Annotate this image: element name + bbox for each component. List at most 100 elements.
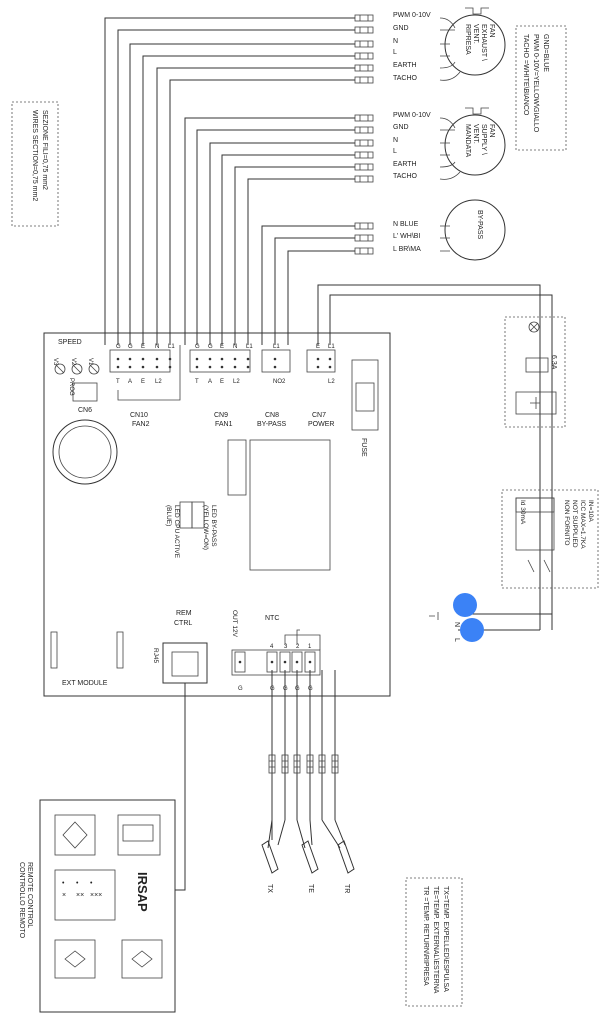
fan-exhaust-label-4: RIPRESA bbox=[464, 24, 471, 55]
terminal-block bbox=[354, 151, 374, 159]
sensor-terminal-block bbox=[293, 754, 301, 774]
marker-1[interactable] bbox=[453, 593, 477, 617]
cn10-sub: FAN2 bbox=[132, 421, 150, 428]
terminal-block bbox=[354, 76, 374, 84]
wires-note: WIRES SECTION=0,75 mm2 SEZIONE FILI=0,75… bbox=[11, 101, 59, 227]
fan-exhaust-term-2: N bbox=[393, 38, 398, 45]
buzzer bbox=[52, 419, 118, 485]
connector-pin-top: E bbox=[141, 344, 145, 350]
marker-2[interactable] bbox=[460, 618, 484, 642]
remote-display-icon bbox=[117, 814, 161, 856]
breaker-id: Id 30mA bbox=[519, 500, 526, 525]
ntc-label: NTC bbox=[265, 615, 279, 622]
bypass-term-0: N BLUE bbox=[393, 221, 419, 228]
ntc-ground-label: G bbox=[238, 686, 243, 692]
sensors: TX TE TR bbox=[261, 840, 355, 893]
remote-control: REMOTE CONTROL CONTROLLO REMOTO ••• ××××… bbox=[18, 683, 186, 1013]
cn7-name: CN7 bbox=[312, 412, 326, 419]
ntc-pin-label: 4 bbox=[270, 644, 274, 650]
connector-pin-bottom: T bbox=[195, 379, 199, 385]
sensor-tx: TX bbox=[266, 884, 273, 893]
prog-label: PROG bbox=[68, 378, 74, 396]
cn10-name: CN10 bbox=[130, 412, 148, 419]
remote-button-right[interactable] bbox=[121, 939, 163, 979]
ntc-pin-label: 2 bbox=[296, 644, 300, 650]
ntc-pin-label: 3 bbox=[284, 644, 288, 650]
sensor-terminal-block bbox=[318, 754, 326, 774]
connector-pin-bottom: A bbox=[128, 379, 132, 385]
terminal-block bbox=[354, 14, 374, 22]
fan-exhaust-motor bbox=[444, 14, 506, 76]
fuse-holder bbox=[351, 359, 379, 431]
terminal-block bbox=[354, 52, 374, 60]
mains: L N bbox=[429, 593, 552, 642]
connector-pin-top: G bbox=[116, 344, 121, 350]
fan-supply-label-2: SUPPLY \ bbox=[480, 124, 487, 155]
fan-supply-label-3: VENT. bbox=[472, 124, 479, 144]
connector-pin-top: N bbox=[155, 344, 159, 350]
terminal-block bbox=[354, 139, 374, 147]
cn8-name: CN8 bbox=[265, 412, 279, 419]
sensor-terminal-block bbox=[331, 754, 339, 774]
terminal-block bbox=[354, 126, 374, 134]
fan-supply-term-3: L bbox=[393, 148, 397, 155]
remote-label-0: REMOTE CONTROL bbox=[26, 862, 33, 928]
sensor-tr: TR bbox=[343, 884, 350, 893]
speed-label: SPEED bbox=[58, 339, 82, 346]
cn9-sub: FAN1 bbox=[215, 421, 233, 428]
fan-supply-term-5: TACHO bbox=[393, 173, 418, 180]
cn8-sub: BY-PASS bbox=[257, 421, 287, 428]
terminal-block bbox=[354, 175, 374, 183]
cn7-sub: POWER bbox=[308, 421, 334, 428]
connector-pin-top: L1 bbox=[328, 344, 335, 350]
connector-pin-bottom: E bbox=[141, 379, 145, 385]
fuse-rating: 6.3A bbox=[550, 355, 557, 370]
led-cpu-0: LED CPU ACTIVE bbox=[173, 505, 180, 559]
out-12v-label: OUT 12V bbox=[231, 610, 238, 638]
bypass-label: BY-PASS bbox=[476, 210, 483, 240]
fuse-box: 6.3A bbox=[504, 316, 566, 428]
fan-exhaust-term-5: TACHO bbox=[393, 75, 418, 82]
sensor-tx-probe bbox=[261, 840, 279, 874]
speed-pin-v2: V2 bbox=[70, 358, 76, 366]
connector-pin-bottom: T bbox=[116, 379, 120, 385]
remote-button-mode[interactable] bbox=[54, 814, 96, 856]
connector-pin-top: L1 bbox=[273, 344, 280, 350]
led-bypass-0: LED BY-PASS bbox=[210, 505, 217, 547]
tacho-legend-2: GND=BLUE bbox=[542, 34, 549, 72]
sensor-legend-0: TR =TEMP. RETURN\RIPRESA bbox=[422, 886, 429, 986]
remote-brand: IRSAP bbox=[135, 872, 150, 912]
speed-pin-v1: V1 bbox=[87, 358, 93, 366]
svg-text:×: × bbox=[62, 892, 66, 899]
remote-button-left[interactable] bbox=[54, 939, 96, 979]
sensor-te: TE bbox=[307, 884, 314, 893]
sensor-terminal-blocks bbox=[268, 754, 339, 774]
connector-pin-top: E bbox=[220, 344, 224, 350]
ntc-cell bbox=[234, 651, 246, 673]
terminal-block bbox=[354, 64, 374, 72]
control-board: SPEED V3 V2 V1 PROG CN6 CN10 FAN2 CN9 FA… bbox=[43, 332, 391, 697]
terminal-block bbox=[354, 114, 374, 122]
remote-label-1: CONTROLLO REMOTO bbox=[18, 862, 25, 939]
rem-ctrl-1: CTRL bbox=[174, 620, 192, 627]
led-cpu-1: (BLUE) bbox=[165, 505, 172, 526]
ext-module-label: EXT MODULE bbox=[62, 680, 108, 687]
connector-cn7: CN7 POWER bbox=[306, 349, 336, 428]
tacho-legend-0: TACHO =WHITE\BIANCO bbox=[522, 34, 529, 116]
sensor-terminal-block bbox=[306, 754, 314, 774]
tacho-legend: TACHO =WHITE\BIANCO PWM 0-10V=YELLOW\GIA… bbox=[515, 25, 567, 151]
fuse-label: FUSE bbox=[360, 438, 367, 457]
fan-exhaust-label-3: VENT. bbox=[472, 24, 479, 44]
connector-pin-top: L1 bbox=[246, 344, 253, 350]
fan-wires bbox=[104, 17, 553, 630]
sensor-te-probe bbox=[301, 840, 319, 874]
fan-supply-term-2: N bbox=[393, 137, 398, 144]
svg-text:•: • bbox=[90, 880, 93, 887]
sensor-legend-2: TX=TEMP. EXPELLED\ESPULSA bbox=[442, 886, 449, 992]
breaker-line-0: IN=10A bbox=[587, 500, 594, 523]
connector-pin-bottom: E bbox=[220, 379, 224, 385]
rem-ctrl-0: REM bbox=[176, 610, 192, 617]
bypass-term-1: L' WH\BI bbox=[393, 233, 420, 240]
